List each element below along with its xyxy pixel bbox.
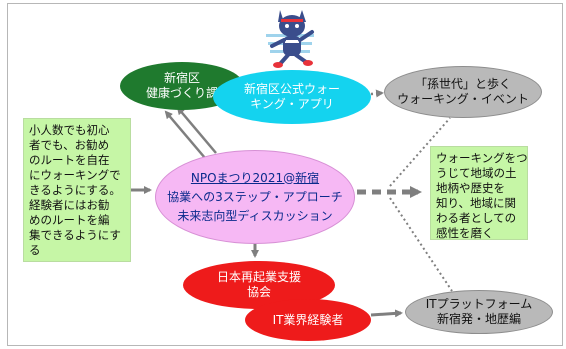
note-box-right: ウォーキングをつ うじて地域の土 地柄や歴史を 知り、地域に関 わる者としての … <box>430 146 528 240</box>
note-line: 集できるようにす <box>29 228 121 242</box>
mascot-head <box>279 15 305 37</box>
cat-mascot-icon <box>266 10 314 68</box>
note-line: きるようにする。 <box>29 183 121 197</box>
center-line: 未来志向型ディスカッション <box>177 208 333 223</box>
mascot-arm <box>298 30 314 42</box>
mascot-eye <box>285 24 289 28</box>
node-it-platform: ITプラットフォーム新宿発・地歴編 <box>405 290 553 334</box>
node-line: 新宿区公式ウォー <box>243 82 340 96</box>
node-line: 協会 <box>246 285 271 299</box>
node-line: 新宿区 <box>163 71 200 85</box>
mascot-leg <box>294 53 308 64</box>
center-line: 協業への3ステップ・アプローチ <box>167 189 343 204</box>
note-line: 小人数でも初心 <box>29 123 110 137</box>
note-line: にウォーキングで <box>29 168 121 182</box>
node-line: IT業界経験者 <box>272 312 344 327</box>
note-box-left: 小人数でも初心 者でも、お勧め のルートを自在 にウォーキングで きるようにする… <box>23 118 131 262</box>
node-it-experienced: IT業界経験者 <box>245 299 371 341</box>
arrow-center-to-green-b <box>176 106 217 154</box>
node-walking-event: 「孫世代」と歩くウォーキング・イベント <box>384 66 542 118</box>
note-line: る <box>29 243 41 257</box>
mascot-eye <box>295 24 299 28</box>
dotted-arrow-app-to-event <box>370 89 384 98</box>
mascot-arm <box>270 38 286 48</box>
note-line: めのルートを編 <box>29 213 110 227</box>
note-line: 感性を磨く <box>436 226 494 240</box>
arrow-red-to-platform <box>370 309 403 318</box>
note-line: ウォーキングをつ <box>436 151 528 165</box>
node-line: 新宿発・地歴編 <box>436 312 521 326</box>
node-walking-app: 新宿区公式ウォーキング・アプリ <box>213 70 371 124</box>
note-line: わる者としての <box>436 211 517 225</box>
node-line: ウォーキング・イベント <box>397 92 529 106</box>
note-line: 経験者にはお勧 <box>29 198 110 212</box>
node-line: 「孫世代」と歩く <box>414 77 511 91</box>
note-line: のルートを自在 <box>29 153 110 167</box>
mascot-leg <box>278 53 290 66</box>
note-line: 者でも、お勧め <box>29 138 110 152</box>
dotted-line-to-platform <box>389 197 453 292</box>
node-center-topic: NPOまつり2021@新宿 協業への3ステップ・アプローチ 未来志向型ディスカッ… <box>155 150 355 244</box>
node-line: キング・アプリ <box>250 97 334 111</box>
mascot-shoe <box>273 62 283 68</box>
node-line: 健康づくり課 <box>145 86 218 100</box>
mascot-headband <box>281 19 303 22</box>
arrow-center-to-green-a <box>164 110 206 159</box>
dotted-line-to-event <box>389 117 451 187</box>
note-line: うじて地域の土 <box>436 166 517 180</box>
mascot-towel <box>285 40 299 43</box>
note-line: 知り、地域に関 <box>436 196 517 210</box>
node-line: 日本再起業支援 <box>216 270 301 284</box>
mascot-shoe <box>303 60 313 66</box>
note-line: 地柄や歴史を <box>436 181 505 195</box>
center-title: NPOまつり2021@新宿 <box>190 170 320 185</box>
node-line: ITプラットフォーム <box>425 297 533 311</box>
